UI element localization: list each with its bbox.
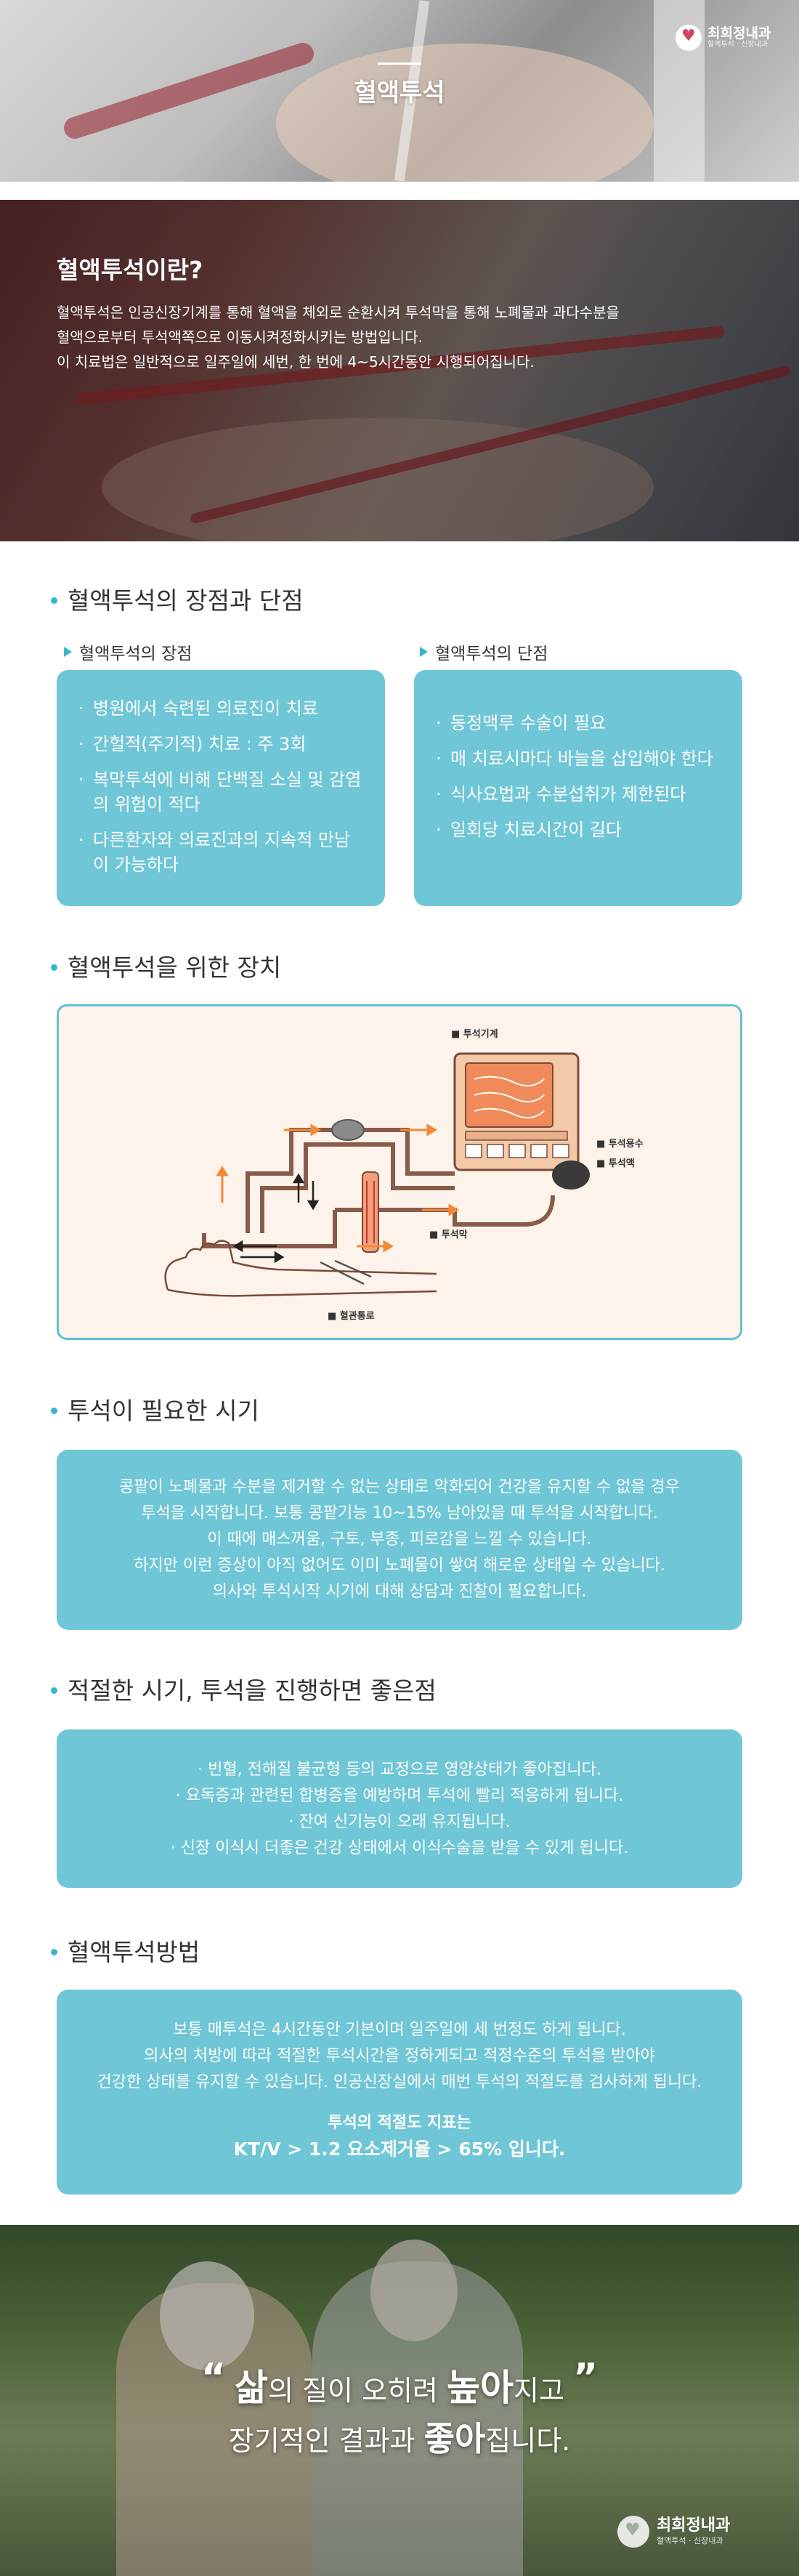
bullet-dot-icon xyxy=(51,1407,57,1414)
method-box: 보통 매투석은 4시간동안 기본이며 일주일에 세 번정도 하게 됩니다. 의사… xyxy=(57,1990,742,2195)
cons-item: 매 치료시마다 바늘을 삽입해야 한다 xyxy=(434,746,721,771)
dialyzer-membrane xyxy=(362,1171,379,1253)
intro-title: 혈액투석이란? xyxy=(57,256,203,284)
pros-item: 간헐적(주기적) 치료 : 주 3회 xyxy=(77,732,363,756)
timing-line: 하지만 이런 증상이 아직 없어도 이미 노폐물이 쌓여 해로운 상태일 수 있… xyxy=(134,1556,665,1575)
cons-box: 동정맥루 수술이 필요 매 치료시마다 바늘을 삽입해야 한다 식사요법과 수분… xyxy=(414,670,742,906)
pros-item: 병원에서 숙련된 의료진이 치료 xyxy=(77,696,363,721)
pros-item: 다른환자와 의료진과의 지속적 만남이 가능하다 xyxy=(77,828,363,877)
label-machine: ■ 투석기계 xyxy=(451,1029,498,1040)
method-index-value: KT/V > 1.2 요소제거율 > 65% 입니다. xyxy=(233,2139,566,2160)
heart-logo-icon xyxy=(676,25,702,51)
closing-banner: “삶의 질이 오히려 높아지고” 장기적인 결과과 좋아집니다. 최희정내과 혈… xyxy=(0,2225,799,2576)
footer-logo-name: 최희정내과 xyxy=(657,2516,731,2535)
bullet-dot-icon xyxy=(51,964,57,971)
intro-text: 혈액투석은 인공신장기계를 통해 혈액을 체외로 순환시켜 투석막을 통해 노폐… xyxy=(57,300,768,374)
benefits-box: · 빈혈, 전해질 불균형 등의 교정으로 영양상태가 좋아집니다. · 요독증… xyxy=(57,1729,742,1888)
label-vascular-access: ■ 혈관통로 xyxy=(328,1310,375,1322)
dialysis-diagram-svg: ■ 투석기계 ■ 투석용수 ■ 투석액 ■ 투석막 ■ 혈관통로 xyxy=(164,1029,644,1322)
section-title-timing: 투석이 필요한 시기 xyxy=(51,1392,259,1426)
intro-line: 혈액으로부터 투석액쪽으로 이동시켜정화시키는 방법입니다. xyxy=(57,328,423,346)
triangle-right-icon xyxy=(420,647,428,657)
cons-item: 식사요법과 수분섭취가 제한된다 xyxy=(434,782,721,807)
page-title: 혈액투석 xyxy=(354,78,445,108)
blood-pump xyxy=(331,1119,365,1141)
timing-line: 의사와 투석시작 시기에 대해 상담과 진찰이 필요합니다. xyxy=(212,1583,587,1601)
timing-line: 투석을 시작합니다. 보통 콩팥기능 10~15% 남아있을 때 투석을 시작합… xyxy=(141,1504,658,1522)
label-membrane: ■ 투석막 xyxy=(429,1229,468,1240)
clinic-logo-sub: 혈액투석 · 신장내과 xyxy=(707,41,768,49)
cons-item: 일회당 치료시간이 길다 xyxy=(434,817,721,842)
heart-logo-icon xyxy=(617,2516,649,2548)
cons-item: 동정맥루 수술이 필요 xyxy=(434,711,721,735)
header-banner: 혈액투석 최희정내과 혈액투석 · 신장내과 xyxy=(0,0,799,182)
closing-quote-line-2: 장기적인 결과과 좋아집니다. xyxy=(228,2419,571,2458)
timing-line: 콩팥이 노폐물과 수분을 제거할 수 없는 상태로 악화되어 건강을 유지할 수… xyxy=(118,1478,681,1496)
benefit-line: · 빈혈, 전해질 불균형 등의 교정으로 영양상태가 좋아집니다. xyxy=(198,1761,601,1779)
footer-logo-sub: 혈액투석 · 신장내과 xyxy=(657,2536,723,2545)
bullet-dot-icon xyxy=(51,597,57,604)
intro-banner: 혈액투석이란? 혈액투석은 인공신장기계를 통해 혈액을 체외로 순환시켜 투석… xyxy=(0,200,799,541)
footer-clinic-logo[interactable]: 최희정내과 혈액투석 · 신장내과 xyxy=(617,2516,730,2548)
pros-box: 병원에서 숙련된 의료진이 치료 간헐적(주기적) 치료 : 주 3회 복막투석… xyxy=(57,670,385,906)
section-title-method: 혈액투석방법 xyxy=(51,1933,200,1968)
patient-arm xyxy=(164,1240,437,1297)
label-dialysate: ■ 투석액 xyxy=(596,1158,635,1169)
method-index-title: 투석의 적절도 지표는 xyxy=(328,2114,471,2132)
blood-flow-arrows xyxy=(232,1173,320,1264)
benefit-line: · 잔여 신기능이 오래 유지됩니다. xyxy=(288,1813,511,1831)
clinic-logo-name: 최희정내과 xyxy=(707,25,771,41)
benefit-line: · 신장 이식시 더좋은 건강 상태에서 이식수술을 받을 수 있게 됩니다. xyxy=(170,1839,629,1857)
intro-line: 이 치료법은 일반적으로 일주일에 세번, 한 번에 4~5시간동안 시행되어집… xyxy=(57,353,535,371)
dialysate-flow-arrows xyxy=(216,1123,459,1253)
label-dialysate-fluid: ■ 투석용수 xyxy=(596,1138,644,1150)
dialysis-machine xyxy=(453,1052,590,1190)
quote-open-icon: “ xyxy=(200,2356,227,2399)
timing-box: 콩팥이 노폐물과 수분을 제거할 수 없는 상태로 악화되어 건강을 유지할 수… xyxy=(57,1450,742,1630)
method-line: 의사의 처방에 따라 적절한 투석시간을 정하게되고 적정수준의 투석을 받아야 xyxy=(144,2047,655,2065)
header-photo-hand xyxy=(276,44,654,182)
section-title-pros-cons: 혈액투석의 장점과 단점 xyxy=(51,581,304,616)
method-line: 건강한 상태를 유지할 수 있습니다. 인공신장실에서 매번 투석의 적절도를 … xyxy=(97,2073,702,2091)
section-title-device: 혈액투석을 위한 장치 xyxy=(51,948,281,983)
quote-close-icon: ” xyxy=(572,2356,599,2399)
header-divider xyxy=(378,62,421,65)
clinic-logo[interactable]: 최희정내과 혈액투석 · 신장내과 xyxy=(676,25,771,51)
device-diagram: ■ 투석기계 ■ 투석용수 ■ 투석액 ■ 투석막 ■ 혈관통로 xyxy=(57,1004,742,1340)
intro-line: 혈액투석은 인공신장기계를 통해 혈액을 체외로 순환시켜 투석막을 통해 노폐… xyxy=(57,304,620,321)
timing-line: 이 때에 매스꺼움, 구토, 부종, 피로감을 느낄 수 있습니다. xyxy=(207,1530,592,1549)
cons-label: 혈액투석의 단점 xyxy=(420,639,548,664)
method-line: 보통 매투석은 4시간동안 기본이며 일주일에 세 번정도 하게 됩니다. xyxy=(173,2021,626,2039)
pros-item: 복막투석에 비해 단백질 소실 및 감염의 위험이 적다 xyxy=(77,767,363,817)
pros-label: 혈액투석의 장점 xyxy=(64,639,192,664)
closing-quote-line-1: “삶의 질이 오히려 높아지고” xyxy=(200,2356,599,2409)
triangle-right-icon xyxy=(64,647,72,657)
bullet-dot-icon xyxy=(51,1948,57,1955)
bullet-dot-icon xyxy=(51,1687,57,1694)
benefit-line: · 요독증과 관련된 합병증을 예방하며 투석에 빨리 적응하게 됩니다. xyxy=(175,1787,624,1805)
section-title-benefits: 적절한 시기, 투석을 진행하면 좋은점 xyxy=(51,1671,437,1706)
